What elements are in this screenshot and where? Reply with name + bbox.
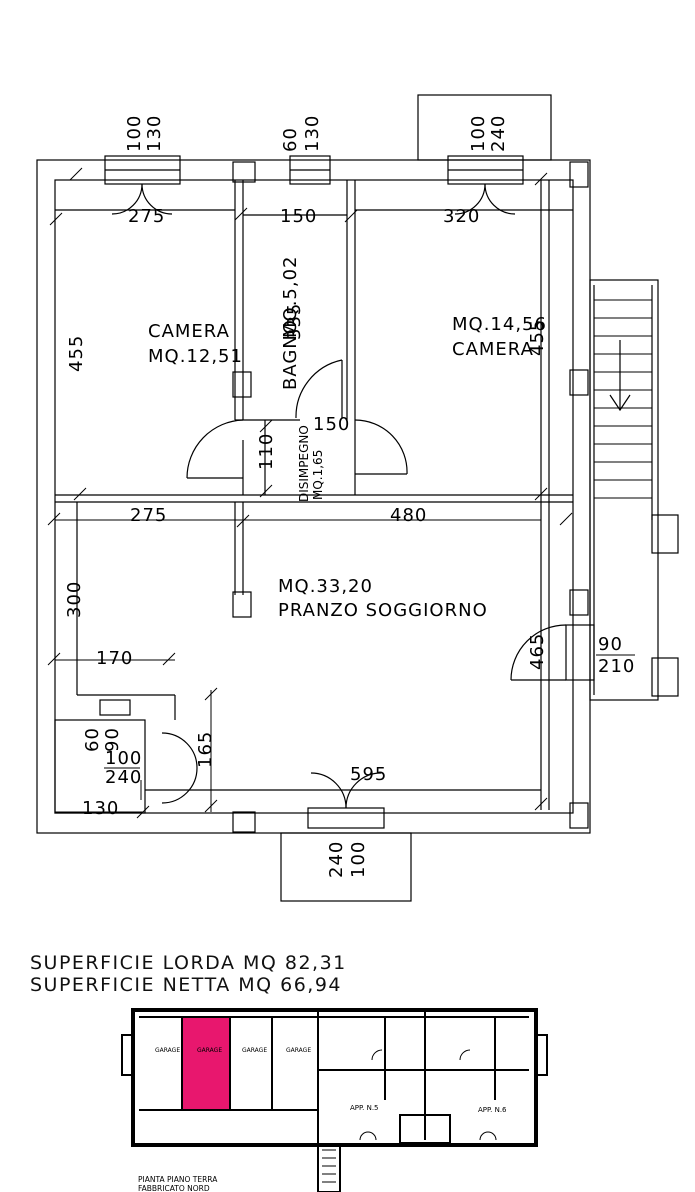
dim-320-top: 320 — [443, 206, 480, 227]
dim-240-small: 240 — [105, 767, 142, 788]
dim-90: 90 — [102, 727, 123, 752]
dim-170: 170 — [96, 648, 133, 669]
keyplan-garage-3: GARAGE — [242, 1047, 267, 1054]
superficie-lorda: SUPERFICIE LORDA MQ 82,31 — [30, 952, 347, 974]
dim-150-top: 150 — [280, 206, 317, 227]
inner-wall-line — [54, 179, 574, 814]
keyplan-garage-4: GARAGE — [286, 1047, 311, 1054]
keyplan-app6: APP. N.6 — [478, 1106, 507, 1114]
dim-595: 595 — [350, 764, 387, 785]
dim-100-small: 100 — [105, 748, 142, 769]
dim-300: 300 — [64, 581, 85, 618]
dim-455-left: 455 — [66, 335, 87, 372]
highlighted-garage — [183, 1017, 229, 1109]
window3-height: 240 — [488, 115, 509, 152]
surface-summary: SUPERFICIE LORDA MQ 82,31 SUPERFICIE NET… — [30, 952, 347, 996]
room-soggiorno-area: MQ.33,20 — [278, 576, 373, 597]
keyplan-app5: APP. N.5 — [350, 1104, 379, 1112]
dim-480: 480 — [390, 505, 427, 526]
keyplan-garage-2: GARAGE — [197, 1047, 222, 1054]
room-bagno-area: MQ.5,02 — [280, 256, 301, 339]
dim-60: 60 — [82, 727, 103, 752]
window3-width: 100 — [468, 115, 489, 152]
window1-height: 130 — [144, 115, 165, 152]
room-disimpegno-area: MQ.1,65 — [311, 450, 325, 500]
dim-150-mid: 150 — [313, 414, 350, 435]
dim-455-right: 455 — [527, 319, 548, 356]
dim-110: 110 — [256, 433, 277, 470]
top-balcony — [417, 94, 552, 161]
dim-335: 335 — [284, 303, 305, 340]
room-soggiorno-name: PRANZO SOGGIORNO — [278, 600, 488, 621]
dim-465: 465 — [527, 633, 548, 670]
dim-130: 130 — [82, 798, 119, 819]
room-camera2-area: MQ.14,56 — [452, 314, 547, 335]
right-door-height: 210 — [598, 656, 635, 677]
window1-width: 100 — [124, 115, 145, 152]
right-door-width: 90 — [598, 634, 623, 655]
key-plan: GARAGE GARAGE GARAGE GARAGE APP. N.5 APP… — [121, 1008, 548, 1192]
room-disimpegno-name: DISIMPEGNO — [297, 425, 311, 502]
room-camera1-area: MQ.12,51 — [148, 346, 243, 367]
keyplan-garage-1: GARAGE — [155, 1047, 180, 1054]
superficie-netta: SUPERFICIE NETTA MQ 66,94 — [30, 974, 343, 996]
bottom-door-width: 100 — [348, 841, 369, 878]
keyplan-caption-1: PIANTA PIANO TERRA — [138, 1175, 218, 1184]
bottom-door-height: 240 — [326, 841, 347, 878]
dim-165: 165 — [195, 731, 216, 768]
room-bagno-label: BAGNO — [280, 319, 301, 390]
room-camera1-name: CAMERA — [148, 321, 230, 342]
window2-width: 60 — [280, 127, 301, 152]
room-camera2-name: CAMERA — [452, 339, 534, 360]
keyplan-caption-2: FABBRICATO NORD — [138, 1184, 210, 1192]
bottom-balcony — [280, 832, 412, 902]
window2-height: 130 — [302, 115, 323, 152]
dim-275-top: 275 — [128, 206, 165, 227]
dim-275-mid: 275 — [130, 505, 167, 526]
